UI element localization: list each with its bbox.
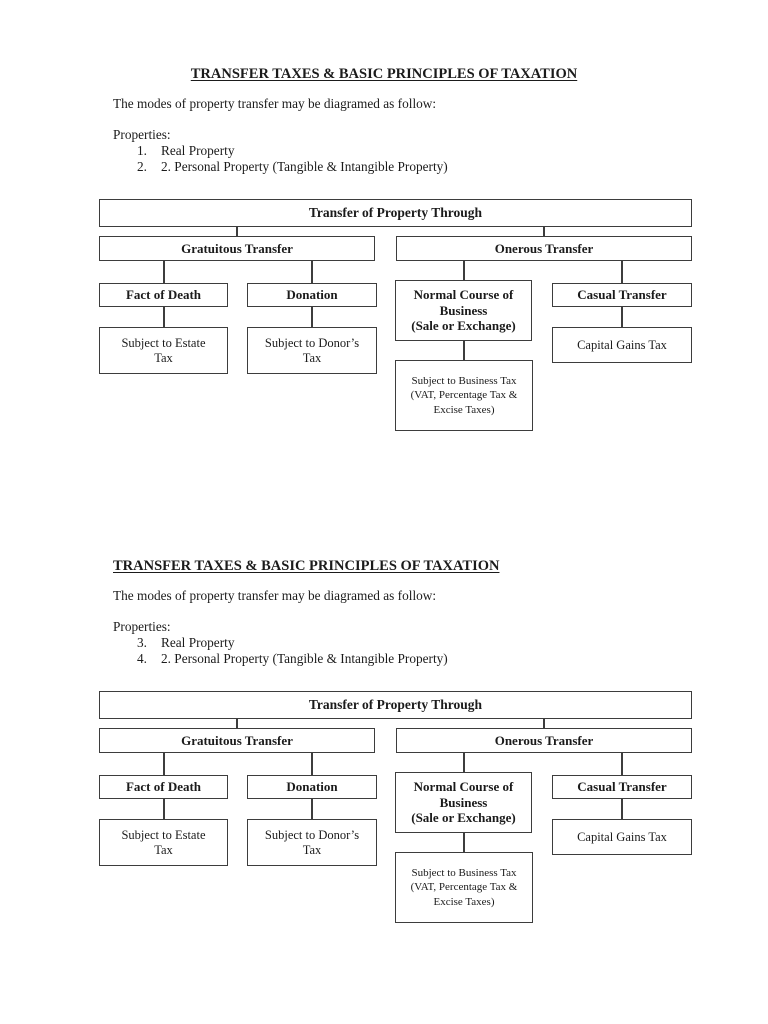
node-business-tax-line2: (VAT, Percentage Tax & Excise Taxes) [410, 389, 518, 416]
transfer-of-property-diagram: Transfer of Property Through Gratuitous … [99, 199, 692, 431]
connector-gratuitous-donation [311, 753, 313, 775]
connector-onerous-casual [621, 753, 623, 775]
node-subject-to-business-tax: Subject to Business Tax (VAT, Percentage… [395, 360, 533, 431]
node-transfer-of-property: Transfer of Property Through [99, 691, 692, 719]
properties-label: Properties: [113, 127, 171, 142]
list-item-text: 2. Personal Property (Tangible & Intangi… [161, 651, 448, 666]
properties-label: Properties: [113, 619, 171, 634]
node-transfer-of-property: Transfer of Property Through [99, 199, 692, 227]
list-item-number: 1. [137, 143, 147, 158]
connector-gratuitous-donation [311, 261, 313, 283]
document-section-1: TRANSFER TAXES & BASIC PRINCIPLES OF TAX… [0, 66, 768, 432]
list-item-text: 2. Personal Property (Tangible & Intangi… [161, 159, 448, 174]
intro-text: The modes of property transfer may be di… [113, 588, 437, 603]
node-subject-to-estate-tax: Subject to Estate Tax [99, 819, 228, 866]
page-title: TRANSFER TAXES & BASIC PRINCIPLES OF TAX… [0, 66, 768, 82]
node-business-tax-line1: Subject to Business Tax [411, 867, 517, 880]
node-normal-course-line2: (Sale or Exchange) [411, 318, 516, 334]
connector-casual-capital [621, 799, 623, 819]
node-capital-gains-tax: Capital Gains Tax [552, 819, 692, 855]
connector-casual-capital [621, 307, 623, 327]
connector-root-onerous [543, 719, 545, 728]
node-donation: Donation [247, 775, 377, 799]
connector-root-gratuitous [236, 227, 238, 236]
node-normal-course-line1: Normal Course of Business [413, 779, 514, 810]
list-item: 4. 2. Personal Property (Tangible & Intan… [137, 651, 448, 666]
page-title-text: TRANSFER TAXES & BASIC PRINCIPLES OF TAX… [190, 66, 578, 82]
node-business-tax-line2: (VAT, Percentage Tax & Excise Taxes) [410, 881, 518, 908]
connector-onerous-normal [463, 753, 465, 772]
node-business-tax-line1: Subject to Business Tax [411, 375, 517, 388]
node-normal-course-of-business: Normal Course of Business (Sale or Excha… [395, 280, 532, 341]
connector-fact-estate [163, 799, 165, 819]
node-onerous-transfer: Onerous Transfer [396, 728, 692, 753]
node-casual-transfer: Casual Transfer [552, 775, 692, 799]
list-item-number: 4. [137, 651, 147, 666]
node-fact-of-death: Fact of Death [99, 283, 228, 307]
node-subject-to-donors-tax: Subject to Donor’s Tax [247, 327, 377, 374]
node-subject-to-donors-tax: Subject to Donor’s Tax [247, 819, 377, 866]
intro-text: The modes of property transfer may be di… [113, 96, 437, 111]
node-capital-gains-tax: Capital Gains Tax [552, 327, 692, 363]
connector-donation-donor [311, 799, 313, 819]
node-fact-of-death: Fact of Death [99, 775, 228, 799]
connector-gratuitous-fact [163, 753, 165, 775]
node-normal-course-line1: Normal Course of Business [413, 287, 514, 318]
connector-donation-donor [311, 307, 313, 327]
connector-root-gratuitous [236, 719, 238, 728]
node-gratuitous-transfer: Gratuitous Transfer [99, 728, 375, 753]
list-item-text: Real Property [161, 635, 235, 650]
node-donation: Donation [247, 283, 377, 307]
node-normal-course-of-business: Normal Course of Business (Sale or Excha… [395, 772, 532, 833]
list-item-number: 3. [137, 635, 147, 650]
list-item-number: 2. [137, 159, 147, 174]
list-item: 2. 2. Personal Property (Tangible & Intan… [137, 159, 448, 174]
transfer-of-property-diagram: Transfer of Property Through Gratuitous … [99, 691, 692, 923]
node-subject-to-business-tax: Subject to Business Tax (VAT, Percentage… [395, 852, 533, 923]
page-title-text: TRANSFER TAXES & BASIC PRINCIPLES OF TAX… [113, 558, 500, 574]
list-item: 1. Real Property [137, 143, 234, 158]
connector-onerous-casual [621, 261, 623, 283]
page-title: TRANSFER TAXES & BASIC PRINCIPLES OF TAX… [113, 558, 499, 574]
connector-fact-estate [163, 307, 165, 327]
node-normal-course-line2: (Sale or Exchange) [411, 810, 516, 826]
connector-root-onerous [543, 227, 545, 236]
connector-normal-business [463, 833, 465, 852]
connector-normal-business [463, 341, 465, 360]
document-section-2: TRANSFER TAXES & BASIC PRINCIPLES OF TAX… [0, 558, 768, 924]
node-casual-transfer: Casual Transfer [552, 283, 692, 307]
node-onerous-transfer: Onerous Transfer [396, 236, 692, 261]
node-subject-to-estate-tax: Subject to Estate Tax [99, 327, 228, 374]
node-gratuitous-transfer: Gratuitous Transfer [99, 236, 375, 261]
connector-onerous-normal [463, 261, 465, 280]
list-item-text: Real Property [161, 143, 235, 158]
list-item: 3. Real Property [137, 635, 234, 650]
connector-gratuitous-fact [163, 261, 165, 283]
